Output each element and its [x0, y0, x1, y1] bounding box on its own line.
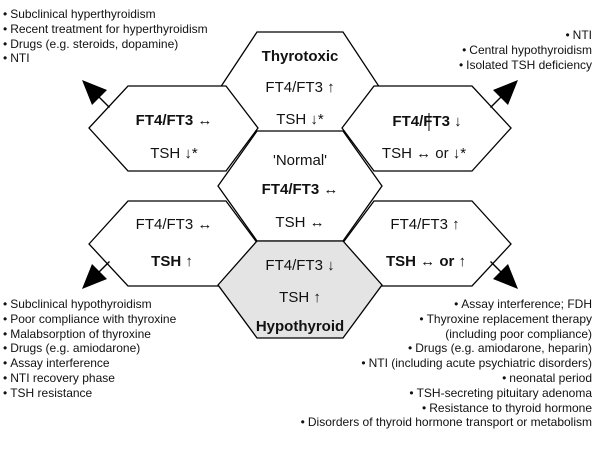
list-item: •TSH-secreting pituitary adenoma [409, 385, 592, 400]
hex-upper-right [341, 85, 512, 172]
lower-left-ft-line: FT4/FT3 ↔ [136, 216, 213, 233]
thyrotoxic-ft-line: FT4/FT3 ↑ [265, 79, 334, 96]
normal-tsh-line: TSH ↔ [275, 214, 324, 231]
upper-right-ft-line: FT4/FT3 ↓ [392, 113, 461, 130]
hypothyroid-title: Hypothyroid [256, 318, 344, 335]
normal-ft-line: FT4/FT3 ↔ [262, 181, 339, 198]
list-item: •Drugs (e.g. amiodarone) [3, 341, 141, 356]
list-item: •Subclinical hyperthyroidism [3, 7, 156, 21]
lower-left-tsh-line: TSH ↑ [151, 253, 193, 270]
list-item: •Thyroxine replacement therapy [419, 311, 592, 326]
note-list-bottom-left: •Subclinical hypothyroidism •Poor compli… [3, 297, 176, 401]
list-item: •Subclinical hypothyroidism [3, 297, 152, 311]
list-item: •Recent treatment for hyperthyroidism [3, 21, 208, 36]
list-item: •Poor compliance with thyroxine [3, 311, 177, 326]
list-item: •NTI recovery phase [3, 370, 115, 385]
note-list-top-right: •NTI •Central hypothyroidism •Isolated T… [459, 28, 592, 72]
arrow-up-right-icon [490, 80, 518, 108]
upper-left-tsh-line: TSH ↓* [150, 145, 198, 162]
normal-title: 'Normal' [273, 152, 327, 169]
arrow-down-left-icon [82, 261, 110, 289]
list-item: •NTI (including acute psychiatric disord… [361, 356, 592, 371]
lower-right-ft-line: FT4/FT3 ↑ [390, 216, 459, 233]
list-item: •Central hypothyroidism [462, 42, 592, 57]
list-item-continuation: (including poor compliance) [445, 326, 592, 341]
arrow-up-left-icon [82, 80, 110, 108]
list-item: •Assay interference [3, 356, 110, 371]
upper-right-tsh-line: TSH ↔ or ↓* [382, 145, 466, 162]
thyrotoxic-tsh-line: TSH ↓* [276, 111, 324, 128]
list-item: •Disorders of thyroid hormone transport … [300, 415, 592, 430]
note-list-top-left: •Subclinical hyperthyroidism •Recent tre… [3, 7, 208, 66]
lower-right-tsh-line: TSH ↔ or ↑ [386, 253, 466, 270]
hex-upper-left [88, 85, 259, 172]
thyrotoxic-title: Thyrotoxic [262, 48, 339, 65]
list-item: •Drugs (e.g. steroids, dopamine) [3, 36, 179, 51]
hex-hypothyroid [217, 240, 383, 339]
upper-left-ft-line: FT4/FT3 ↔ [136, 112, 213, 129]
list-item: •Drugs (e.g. amiodarone, heparin) [408, 341, 592, 356]
note-list-bottom-right: •Assay interference; FDH •Thyroxine repl… [301, 297, 592, 430]
list-item: •Assay interference; FDH [454, 297, 592, 311]
list-item: •NTI [565, 28, 592, 42]
list-item: •NTI [3, 51, 30, 66]
list-item: •TSH resistance [3, 385, 93, 400]
hypothyroid-ft-line: FT4/FT3 ↓ [265, 257, 334, 274]
list-item: •neonatal period [502, 370, 592, 385]
list-item: •Malabsorption of thyroxine [3, 326, 151, 341]
hypothyroid-tsh-line: TSH ↑ [279, 289, 321, 306]
list-item: •Isolated TSH deficiency [458, 57, 592, 72]
list-item: •Resistance to thyroid hormone [422, 400, 592, 415]
arrow-down-right-icon [490, 261, 518, 289]
